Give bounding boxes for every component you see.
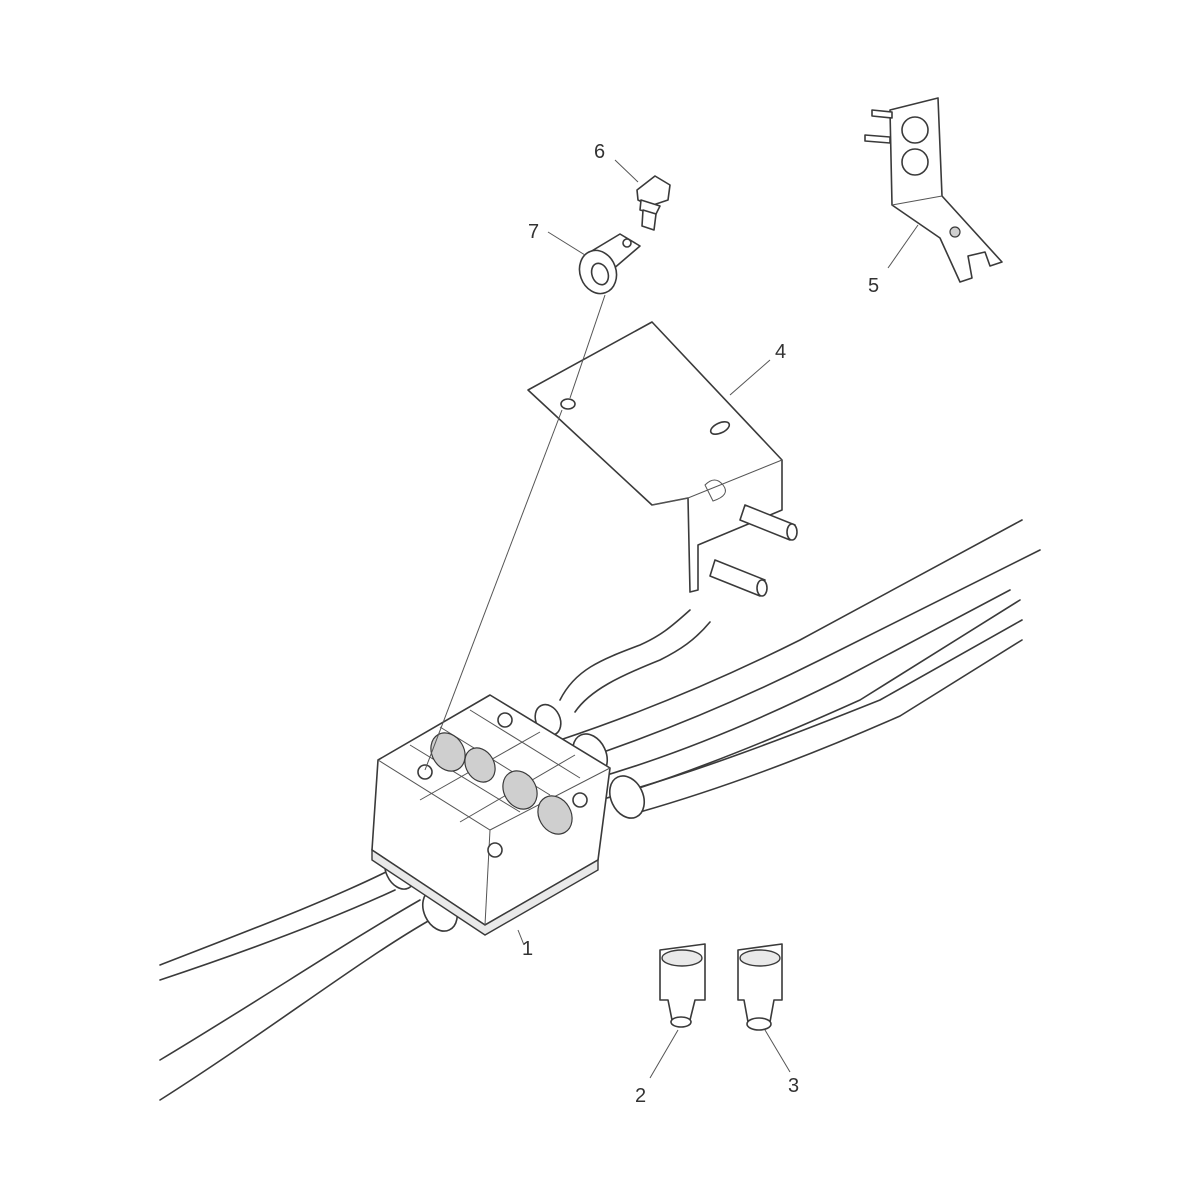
callout-1: 1 bbox=[522, 938, 533, 960]
part-1-connector-block bbox=[371, 694, 611, 936]
block-cells bbox=[409, 709, 581, 835]
callout-3: 3 bbox=[788, 1075, 799, 1097]
leader-lines bbox=[424, 159, 919, 1079]
part-4-bracket bbox=[527, 321, 798, 597]
callout-2: 2 bbox=[635, 1085, 646, 1107]
callout-5: 5 bbox=[868, 275, 879, 297]
part-3-fitting bbox=[737, 943, 783, 1031]
part-5-bracket bbox=[864, 97, 1003, 283]
callout-labels: 1 2 3 4 5 6 7 bbox=[522, 141, 879, 1107]
bracket-studs bbox=[709, 504, 798, 597]
part-2-fitting bbox=[659, 943, 706, 1028]
callout-4: 4 bbox=[775, 341, 786, 363]
part-6-bolt bbox=[636, 175, 671, 231]
callout-7: 7 bbox=[528, 221, 539, 243]
part-7-clip bbox=[578, 233, 641, 295]
callout-6: 6 bbox=[594, 141, 605, 163]
